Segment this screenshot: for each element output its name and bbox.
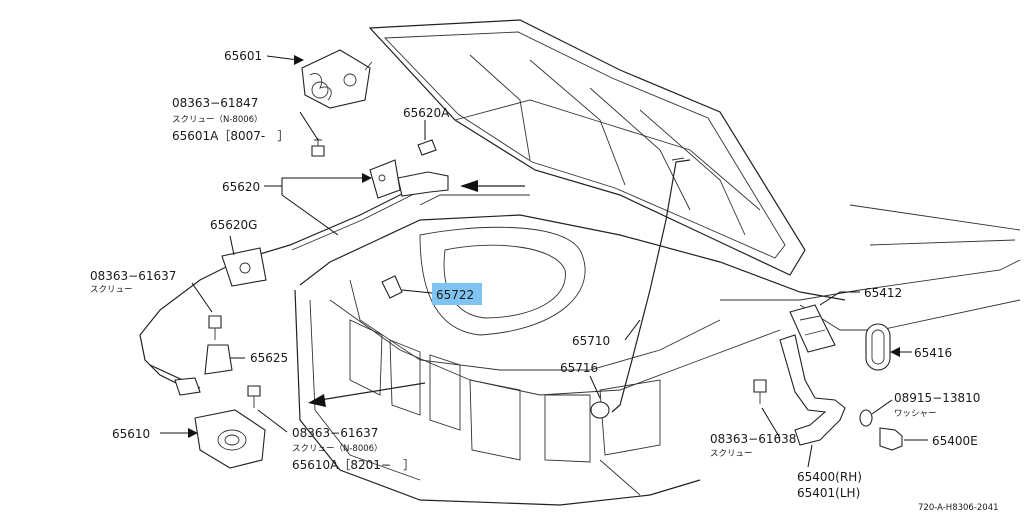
label-08363-61637: 08363−61637 [90,269,176,283]
label-08363-61638-jp: スクリュー [710,449,753,459]
label-08363-61638: 08363−61638 [710,432,796,446]
label-65620: 65620 [222,180,260,194]
direction-arrows [308,180,525,407]
label-65400-rh: 65400(RH) [797,470,862,484]
hinge-rubber-part [865,323,891,371]
cable-clip-part [204,344,233,375]
label-65625: 65625 [250,351,288,365]
cable-guide-part [221,247,267,287]
grommet-part [590,401,610,419]
label-65610: 65610 [112,427,150,441]
striker-plate-part [194,409,266,469]
label-65610A: 65610A［8201− ］ [292,458,415,472]
hood-stay-rod [611,157,691,413]
label-08363-61637-b-jp: スクリュー（N-8006） [292,443,383,454]
release-cable [139,189,530,389]
screw-part-a [311,138,325,157]
release-handle-part [369,159,449,199]
hood-lock-part [301,49,373,109]
bumper-part [381,275,403,299]
label-65716: 65716 [560,361,598,375]
highlight-65722 [432,283,482,305]
label-65620G: 65620G [210,218,257,232]
washer-part [859,409,873,427]
screw-part-c [247,385,261,408]
hinge-plate-part [789,304,836,353]
label-65412: 65412 [864,286,902,300]
label-65601: 65601 [224,49,262,63]
label-08363-61637-b: 08363−61637 [292,426,378,440]
label-65400E: 65400E [932,434,978,448]
clip-part [417,139,437,156]
label-65401-lh: 65401(LH) [797,486,860,500]
hinge-bolt-part [879,427,903,451]
label-08363-61847: 08363−61847 [172,96,258,110]
label-65710: 65710 [572,334,610,348]
part-labels: 65601 08363−61847 スクリュー（N-8006） 65601A［8… [90,49,999,512]
leader-lines [160,55,928,468]
hinge-arm-part [779,334,846,446]
screw-part-d [753,379,767,404]
label-08915-13810-jp: ワッシャー [894,409,937,419]
label-08363-61847-jp: スクリュー（N-8006） [172,114,263,125]
cable-end-part [174,377,201,396]
diagram-reference-code: 720-A-H8306-2041 [918,503,999,512]
hood-panel [368,19,806,276]
label-65722: 65722 [436,288,474,302]
label-65601A: 65601A［8007- ］ [172,129,289,143]
label-65620A: 65620A [403,106,450,120]
label-08363-61637-jp: スクリュー [90,285,133,295]
screw-part-b [208,315,222,340]
label-08915-13810: 08915−13810 [894,391,980,405]
label-65416: 65416 [914,346,952,360]
